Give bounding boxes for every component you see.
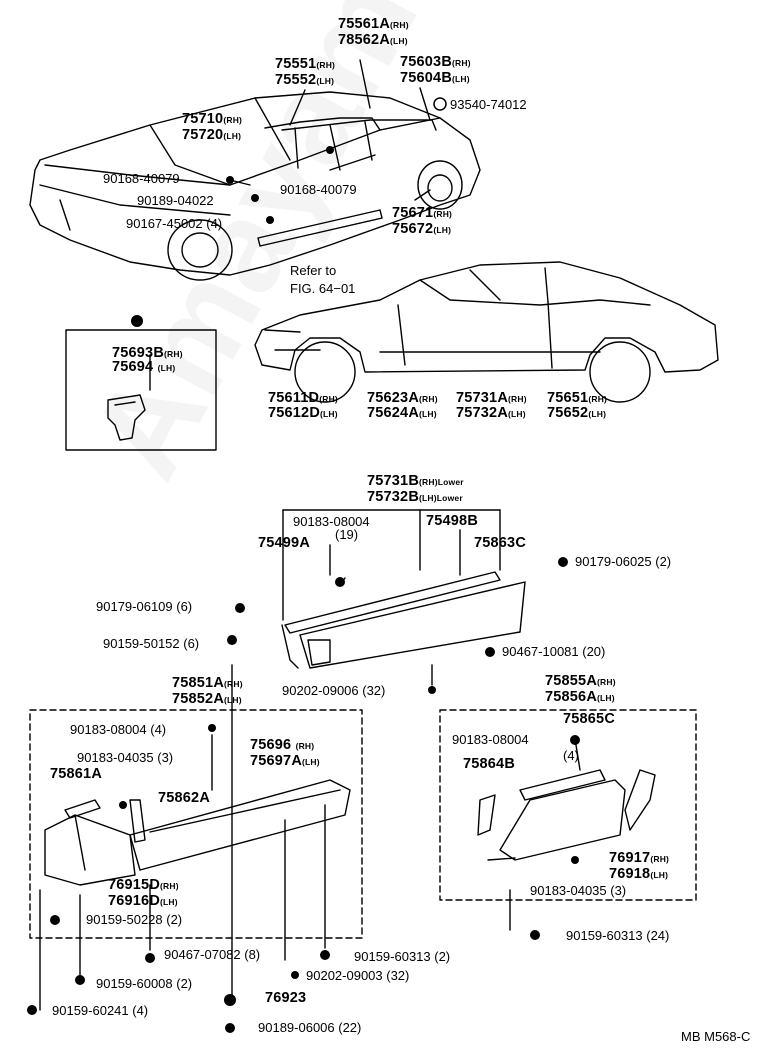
- part-90189-04022[interactable]: 90189-04022: [137, 193, 214, 208]
- part-75731b[interactable]: 75731B(RH)Lower: [367, 473, 464, 489]
- part-90179-06109[interactable]: 90179-06109 (6): [96, 599, 193, 614]
- part-76916d[interactable]: 76916D(LH): [108, 893, 178, 909]
- part-90189-06006[interactable]: 90189-06006 (22): [258, 1020, 362, 1035]
- part-75710[interactable]: 75710(RH): [182, 111, 243, 127]
- part-75623a[interactable]: 75623A(RH): [367, 390, 438, 406]
- part-90467-10081[interactable]: 90467-10081 (20): [502, 644, 606, 659]
- part-75731a[interactable]: 75731A(RH): [456, 390, 527, 406]
- part-90183-08004-c[interactable]: 90183-08004: [452, 732, 529, 747]
- part-75720[interactable]: 75720(LH): [182, 127, 242, 143]
- lower-moulding-assembly: [281, 509, 526, 686]
- part-90167-45002[interactable]: 90167-45002 (4): [126, 216, 223, 231]
- part-90159-50228[interactable]: 90159-50228 (2): [86, 912, 183, 927]
- part-90179-06025[interactable]: 90179-06025 (2): [575, 554, 672, 569]
- part-90159-50152[interactable]: 90159-50152 (6): [103, 636, 200, 651]
- part-75499a[interactable]: 75499A: [258, 535, 310, 551]
- part-75612d[interactable]: 75612D(LH): [268, 405, 338, 421]
- part-75498b[interactable]: 75498B: [426, 513, 478, 529]
- part-90159-60241[interactable]: 90159-60241 (4): [52, 1003, 149, 1018]
- refer-note-line2[interactable]: FIG. 64−01: [290, 281, 356, 296]
- part-90183-04035-b[interactable]: 90183-04035 (3): [530, 883, 627, 898]
- part-75604b[interactable]: 75604B(LH): [400, 70, 470, 86]
- part-75861a[interactable]: 75861A: [50, 766, 102, 782]
- part-75864b[interactable]: 75864B: [463, 756, 515, 772]
- part-90183-08004-a[interactable]: 90183-08004: [293, 514, 370, 529]
- part-90159-60313-b[interactable]: 90159-60313 (24): [566, 928, 670, 943]
- part-90159-60008[interactable]: 90159-60008 (2): [96, 976, 193, 991]
- part-75697a[interactable]: 75697A(LH): [250, 753, 320, 769]
- part-90183-08004-c-qty: (4): [563, 748, 579, 763]
- part-75624a[interactable]: 75624A(LH): [367, 405, 437, 421]
- part-75863c[interactable]: 75863C: [474, 535, 526, 551]
- part-93540-74012[interactable]: 93540-74012: [450, 97, 527, 112]
- part-75611d[interactable]: 75611D(RH): [268, 390, 338, 406]
- clip-inset-box: [65, 329, 217, 451]
- part-75693b[interactable]: 75693B(RH): [112, 345, 183, 361]
- part-75551[interactable]: 75551(RH): [275, 56, 336, 72]
- refer-note-line1: Refer to: [290, 263, 337, 278]
- part-75865c[interactable]: 75865C: [563, 711, 615, 727]
- part-90467-07082[interactable]: 90467-07082 (8): [164, 947, 261, 962]
- part-76915d[interactable]: 76915D(RH): [108, 877, 179, 893]
- part-75562a[interactable]: 78562A(LH): [338, 32, 408, 48]
- part-90202-09006[interactable]: 90202-09006 (32): [282, 683, 386, 698]
- part-75855a[interactable]: 75855A(RH): [545, 673, 616, 689]
- part-90168-40079-a[interactable]: 90168-40079: [103, 171, 180, 186]
- figure-id: MB M568-C: [681, 1029, 751, 1044]
- part-75651[interactable]: 75651(RH): [547, 390, 608, 406]
- right-group-box: [439, 709, 697, 901]
- part-90183-04035-a[interactable]: 90183-04035 (3): [77, 750, 174, 765]
- part-75552[interactable]: 75552(LH): [275, 72, 335, 88]
- part-90183-08004-b[interactable]: 90183-08004 (4): [70, 722, 167, 737]
- part-75694[interactable]: 75694 (LH): [112, 359, 176, 375]
- fastener-symbols: [27, 97, 580, 1033]
- side-skirt-rear: [477, 744, 656, 931]
- part-76918[interactable]: 76918(LH): [609, 866, 669, 882]
- part-90183-08004-a-qty: (19): [335, 527, 359, 542]
- part-75561a[interactable]: 75561A(RH): [338, 16, 409, 32]
- part-75856a[interactable]: 75856A(LH): [545, 689, 615, 705]
- part-75732b[interactable]: 75732B(LH)Lower: [367, 489, 463, 505]
- part-75732a[interactable]: 75732A(LH): [456, 405, 526, 421]
- part-75862a[interactable]: 75862A: [158, 790, 210, 806]
- part-75671[interactable]: 75671(RH): [392, 205, 453, 221]
- part-75851a[interactable]: 75851A(RH): [172, 675, 243, 691]
- side-skirt-rh: [39, 664, 351, 1011]
- part-75852a[interactable]: 75852A(LH): [172, 691, 242, 707]
- part-76917[interactable]: 76917(RH): [609, 850, 670, 866]
- part-76923[interactable]: 76923: [265, 990, 307, 1006]
- car-front-view: [29, 91, 481, 281]
- part-90159-60313-a[interactable]: 90159-60313 (2): [354, 949, 451, 964]
- part-75696[interactable]: 75696 (RH): [250, 737, 315, 753]
- part-75672[interactable]: 75672(LH): [392, 221, 452, 237]
- part-90168-40079-b[interactable]: 90168-40079: [280, 182, 357, 197]
- left-group-box: [29, 709, 363, 939]
- part-75603b[interactable]: 75603B(RH): [400, 54, 471, 70]
- part-75652[interactable]: 75652(LH): [547, 405, 607, 421]
- part-90202-09003[interactable]: 90202-09003 (32): [306, 968, 410, 983]
- car-side-view: [254, 261, 719, 403]
